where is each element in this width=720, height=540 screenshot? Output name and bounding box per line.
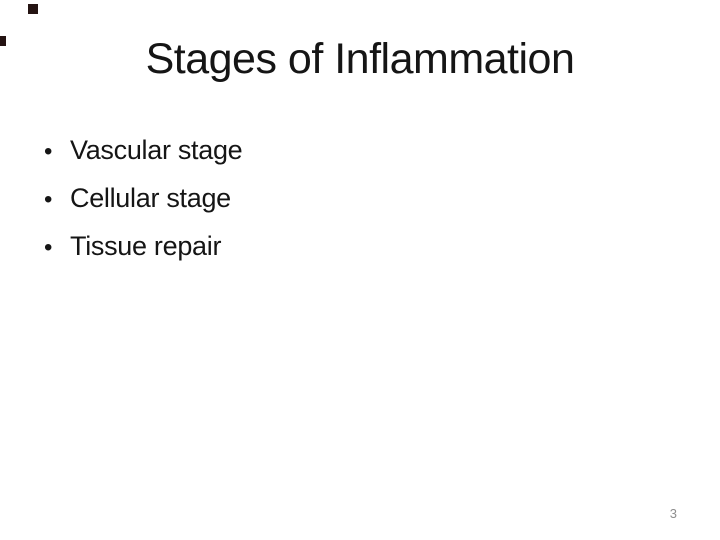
- bullet-text: Cellular stage: [70, 183, 231, 213]
- corner-mark-icon: [28, 4, 38, 14]
- bullet-text: Tissue repair: [70, 231, 222, 261]
- list-item: • Cellular stage: [44, 175, 242, 223]
- bullet-icon: •: [44, 234, 53, 261]
- slide-title: Stages of Inflammation: [145, 35, 575, 83]
- list-item: • Vascular stage: [44, 127, 243, 175]
- bullet-icon: •: [44, 138, 53, 165]
- corner-mark-icon: [0, 36, 6, 46]
- bullet-icon: •: [44, 186, 53, 213]
- bullet-text: Vascular stage: [70, 135, 243, 165]
- list-item: • Tissue repair: [44, 223, 242, 271]
- page-number: 3: [669, 506, 677, 521]
- bullet-list: • Vascular stage • Cellular stage • Tissue …: [44, 127, 243, 271]
